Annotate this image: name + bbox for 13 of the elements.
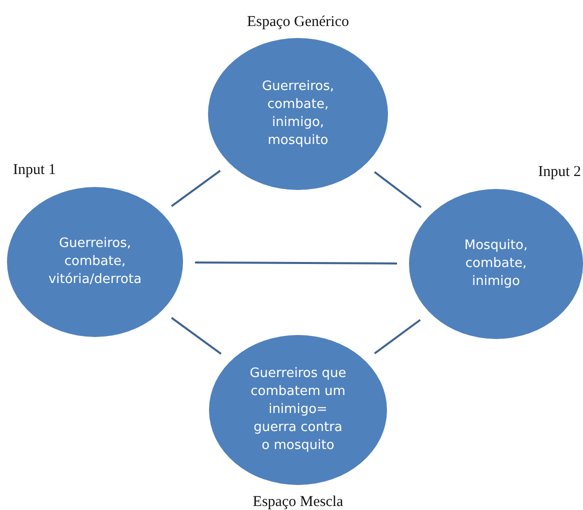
connector-line [374, 319, 421, 354]
circle-text: Guerreiros, combate, vitória/derrota [47, 235, 143, 289]
space-heading: Espaço Mescla [252, 493, 344, 510]
space-heading: Input 1 [13, 161, 56, 179]
space-heading: Espaço Genérico [246, 13, 350, 31]
circle-text: Guerreiros, combate, inimigo, mosquito [260, 78, 335, 150]
connector-line [374, 171, 422, 208]
circle-text: Mosquito, combate, inimigo [463, 237, 529, 291]
space-heading: Input 2 [538, 163, 581, 181]
connector-line [170, 317, 222, 355]
circle-text: Guerreiros que combatem um inimigo= guerra contra o mosquito [248, 365, 348, 455]
connector-line [195, 262, 397, 264]
connector-line [170, 170, 221, 207]
